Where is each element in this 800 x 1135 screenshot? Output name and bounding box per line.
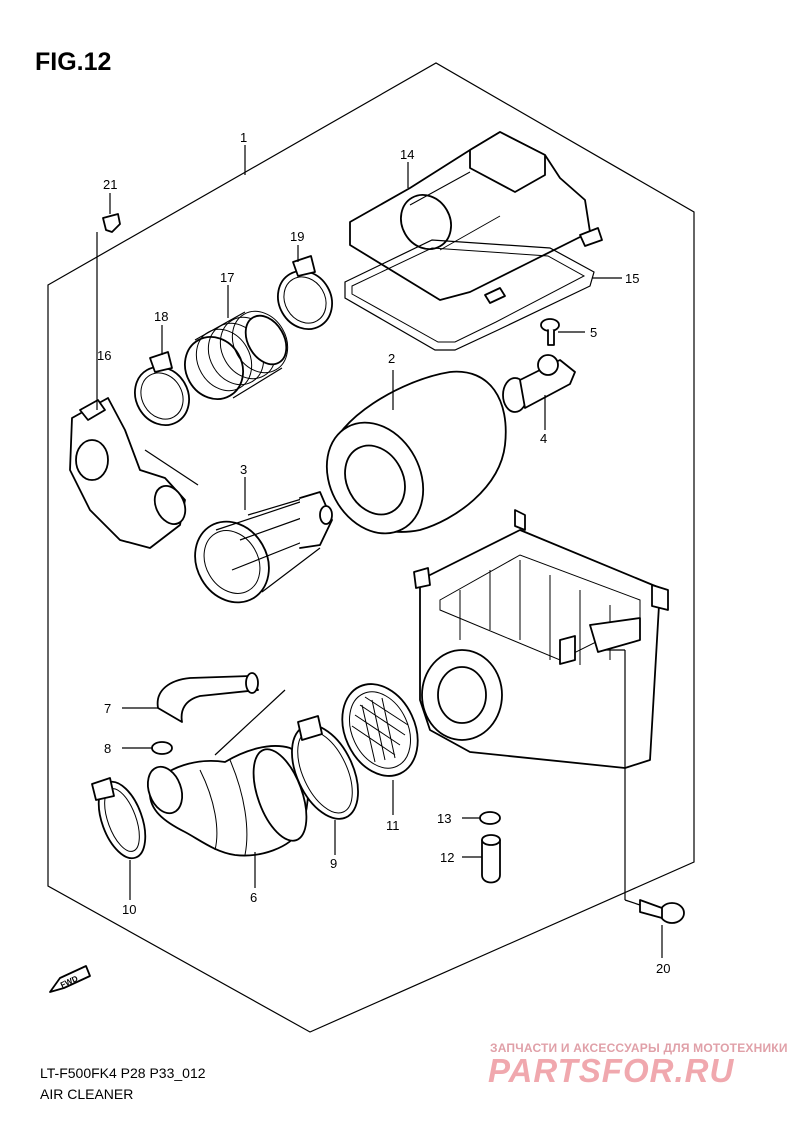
callout-11: 11 (386, 818, 400, 833)
fwd-arrow-icon: FWD (49, 965, 91, 993)
callout-1: 1 (240, 130, 247, 145)
part-clamp[interactable] (479, 811, 501, 825)
part-hose[interactable] (156, 672, 259, 723)
part-drain-plug[interactable] (502, 354, 576, 413)
part-screen[interactable] (328, 672, 432, 789)
callout-2: 2 (388, 351, 395, 366)
callout-19: 19 (290, 229, 304, 244)
callout-18: 18 (154, 309, 168, 324)
part-inlet-pipe[interactable] (69, 397, 191, 549)
figure-title: FIG.12 (35, 48, 112, 76)
callout-10: 10 (122, 902, 136, 917)
callout-17: 17 (220, 270, 234, 285)
part-clamp[interactable] (90, 776, 155, 865)
part-clip[interactable] (102, 213, 121, 233)
callout-3: 3 (240, 462, 247, 477)
part-seal[interactable] (344, 239, 595, 351)
part-case[interactable] (413, 509, 669, 769)
callout-8: 8 (104, 741, 111, 756)
callout-7: 7 (104, 701, 111, 716)
model-code: LT-F500FK4 P28 P33_012 (40, 1065, 206, 1081)
callout-4: 4 (540, 431, 547, 446)
figure-caption: AIR CLEANER (40, 1086, 134, 1102)
callout-20: 20 (656, 961, 670, 976)
part-screw[interactable] (540, 318, 560, 346)
part-outlet-hose[interactable] (142, 742, 317, 857)
callout-labels: 1 2 3 4 5 6 7 8 9 10 11 12 13 14 15 16 1… (97, 130, 670, 976)
callout-16: 16 (97, 348, 111, 363)
callout-5: 5 (590, 325, 597, 340)
callout-12: 12 (440, 850, 454, 865)
part-element-frame[interactable] (181, 491, 333, 616)
callout-9: 9 (330, 856, 337, 871)
callout-15: 15 (625, 271, 639, 286)
watermark-tagline: ЗАПЧАСТИ И АКСЕССУАРЫ ДЛЯ МОТОТЕХНИКИ (490, 1041, 788, 1055)
callout-21: 21 (103, 177, 117, 192)
part-clamp[interactable] (151, 741, 173, 755)
part-plug[interactable] (481, 834, 501, 884)
callout-6: 6 (250, 890, 257, 905)
leader-lines (96, 145, 663, 958)
part-inlet-hose[interactable] (174, 301, 299, 409)
watermark-logo: PARTSFOR.RU (488, 1052, 735, 1089)
part-element[interactable] (308, 370, 507, 551)
callout-14: 14 (400, 147, 414, 162)
part-bolt[interactable] (639, 899, 685, 924)
assembly-frame (47, 62, 695, 1033)
callout-13: 13 (437, 811, 451, 826)
part-cap[interactable] (349, 131, 603, 304)
part-clamp[interactable] (278, 715, 371, 829)
